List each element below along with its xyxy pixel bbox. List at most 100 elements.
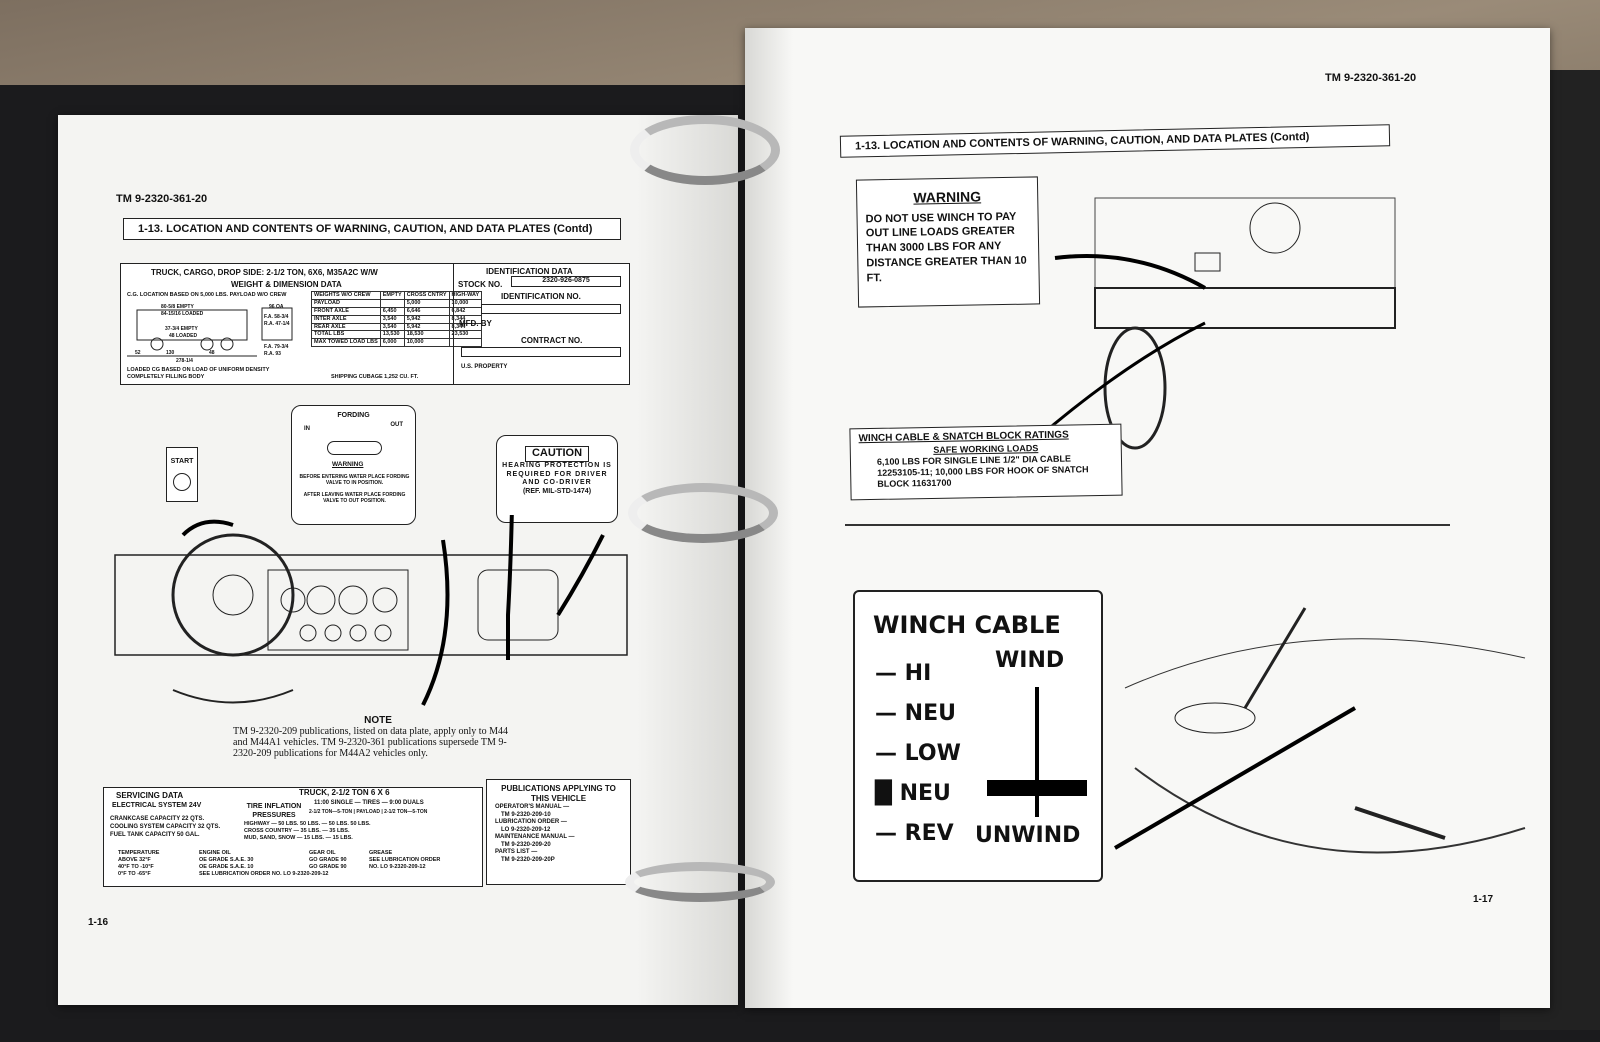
truck-data-plate: TRUCK, CARGO, DROP SIDE: 2-1/2 TON, 6X6,… (120, 263, 630, 385)
position-neu: — NEU (875, 701, 956, 726)
plate-title: TRUCK, CARGO, DROP SIDE: 2-1/2 TON, 6X6,… (151, 268, 378, 277)
text: FUEL TANK CAPACITY (110, 831, 176, 838)
stock-number: 2320-926-0875 (511, 276, 621, 287)
text: CROSS CNTRY (403, 291, 450, 300)
text: 13,530 (379, 330, 405, 340)
position-low: — LOW (875, 741, 961, 766)
tire-row: MUD, SAND, SNOW — 15 LBS. — 15 LBS. (244, 835, 353, 842)
unwind-label: UNWIND (975, 823, 1081, 848)
text: NEU (899, 781, 951, 806)
text: 18,530 (403, 330, 450, 340)
note-text: TM 9-2320-209 publications, listed on da… (233, 726, 508, 759)
text: PAYLOAD (311, 298, 381, 308)
text: 6,000 (379, 338, 405, 348)
text: GEAR OIL (309, 850, 336, 856)
text: TOTAL LBS (311, 330, 381, 340)
binder-ring-top (630, 115, 780, 185)
text: ENGINE OIL (199, 850, 231, 856)
wind-label: WIND (995, 648, 1065, 673)
fording-plate: FORDING IN OUT WARNING BEFORE ENTERING W… (291, 405, 416, 525)
dim-label: F.A. 58-3/4 (264, 314, 289, 320)
publications-plate: PUBLICATIONS APPLYING TO THIS VEHICLE OP… (486, 779, 631, 885)
position-neu-2: █ NEU (875, 781, 951, 806)
page-header: TM 9-2320-361-20 (116, 193, 208, 205)
text: NEU (904, 701, 956, 726)
text: 2-1/2 TON—5-TON (384, 809, 428, 815)
text: CRANKCASE CAPACITY (110, 816, 181, 822)
capacity-row: COOLING SYSTEM CAPACITY 32 QTS. (110, 824, 220, 832)
text: LO 9-2320-209-12 (501, 826, 551, 833)
dim-label: R.A. 93 (264, 351, 281, 357)
caution-plate: CAUTION HEARING PROTECTION IS REQUIRED F… (496, 435, 618, 523)
text: REV (904, 821, 954, 846)
us-property: U.S. PROPERTY (461, 364, 508, 370)
binder-ring-middle (628, 483, 778, 543)
text: 22 QTS. (181, 816, 205, 822)
text: 35 LBS. (300, 828, 321, 835)
stock-label: STOCK NO. (458, 280, 503, 289)
dim-label: 37-3/4 EMPTY (165, 326, 198, 332)
page-number: 1-16 (88, 917, 109, 928)
text: NO. LO 9-2320-209-12 (369, 863, 426, 870)
text: OE GRADE S.A.E. 10 (199, 863, 254, 870)
electrical-system: ELECTRICAL SYSTEM 24V (112, 802, 202, 809)
text: OE GRADE S.A.E. 30 (199, 856, 254, 863)
contract-label: CONTRACT NO. (521, 336, 583, 345)
start-plate: START (166, 447, 198, 502)
servicing-title: SERVICING DATA (116, 791, 184, 800)
text: FRONT AXLE (311, 306, 381, 316)
text: 5,000 (403, 298, 450, 308)
tires-header: 11:00 SINGLE — TIRES — 9:00 DUALS (314, 800, 424, 806)
capacities-list: CRANKCASE CAPACITY 22 QTS. COOLING SYSTE… (110, 816, 220, 839)
text: 10,000 (403, 338, 450, 348)
caution-ref: (REF. MIL-STD-1474) (522, 488, 592, 495)
loaded-note: LOADED CG BASED ON LOAD OF UNIFORM DENSI… (127, 367, 270, 380)
text: LOW (904, 741, 961, 766)
tire-row: CROSS COUNTRY — 35 LBS. — 35 LBS. (244, 828, 350, 835)
text: ABOVE 32°F (118, 856, 151, 863)
dim-label: 80-5/8 EMPTY (161, 304, 194, 310)
id-no-label: IDENTIFICATION NO. (501, 292, 581, 301)
fording-title: FORDING (337, 412, 370, 419)
dim-label: 48 (209, 350, 215, 356)
caution-text: HEARING PROTECTION IS REQUIRED FOR DRIVE… (502, 461, 612, 487)
text: 6,646 (403, 306, 450, 316)
mfd-label: MFD. BY (459, 319, 492, 328)
text: TM 9-2320-209-20P (501, 856, 555, 863)
fording-instruction: AFTER LEAVING WATER PLACE FORDING VALVE … (303, 492, 406, 505)
dashboard-illustration (114, 515, 628, 706)
winch-cable-plate: WINCH CABLE — HI — NEU — LOW █ NEU — REV… (853, 590, 1103, 882)
left-page: TM 9-2320-361-20 1-13. LOCATION AND CONT… (58, 115, 738, 1005)
servicing-plate: SERVICING DATA TRUCK, 2-1/2 TON 6 X 6 EL… (103, 787, 483, 887)
binder-ring-bottom (625, 862, 775, 902)
tire-title: TIRE INFLATION PRESSURES (246, 803, 302, 819)
text: PARTS LIST — (495, 849, 538, 855)
text: GO GRADE 90 (309, 863, 347, 870)
ratings-text: 6,100 LBS FOR SINGLE LINE 1/2" DIA CABLE… (876, 453, 1089, 490)
id-no-field (481, 304, 621, 314)
text: 3,540 (379, 314, 405, 324)
note-block: NOTE TM 9-2320-209 publications, listed … (233, 715, 523, 759)
capacity-row: FUEL TANK CAPACITY 50 GAL. (110, 832, 220, 840)
text: 2-1/2 TON—5-TON (309, 809, 353, 815)
text: HI (904, 661, 932, 686)
text: TEMPERATURE (118, 850, 160, 856)
capacity-row: CRANKCASE CAPACITY 22 QTS. (110, 816, 220, 824)
dim-label: 96 OA (269, 304, 284, 310)
page-header: TM 9-2320-361-20 (1325, 72, 1417, 84)
dim-label: R.A. 47-1/4 (264, 321, 290, 327)
text (448, 338, 483, 348)
text: SEE LUBRICATION ORDER NO. LO 9-2320-209-… (199, 870, 329, 877)
text: PAYLOAD (356, 809, 380, 815)
tire-columns: 2-1/2 TON—5-TON | PAYLOAD | 2-1/2 TON—5-… (309, 809, 428, 815)
winch-title: WINCH CABLE (873, 611, 1061, 639)
text: TM 9-2320-209-20 (501, 841, 551, 848)
text: 35 LBS. (329, 828, 350, 835)
dim-label: 130 (166, 350, 175, 356)
shipping-cubage: SHIPPING CUBAGE 1,252 CU. FT. (331, 374, 419, 380)
weight-title: WEIGHT & DIMENSION DATA (231, 280, 342, 289)
text: 0°F TO -65°F (118, 870, 151, 877)
text: GREASE (369, 850, 393, 856)
